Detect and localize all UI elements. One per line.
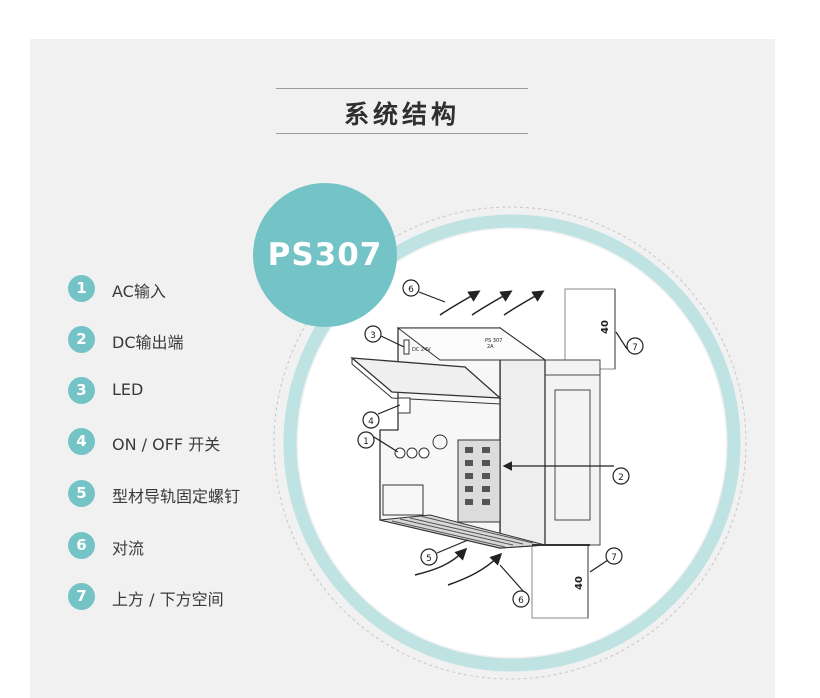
callout-6-bottom: 6 [512, 590, 530, 608]
legend-label: AC输入 [112, 282, 166, 301]
callout-7-bottom-label: 7 [611, 553, 617, 563]
callout-4: 4 [362, 411, 380, 429]
convection-arrows-top [439, 290, 545, 316]
legend-number-badge: 4 [68, 428, 95, 455]
legend-label: 上方 / 下方空间 [112, 590, 224, 609]
callout-7-bottom: 7 [605, 547, 623, 565]
callout-7-top: 7 [626, 337, 644, 355]
callout-4-label: 4 [368, 417, 374, 427]
legend-item: 7 上方 / 下方空间 [68, 583, 318, 611]
device-label-line1: PS 307 [485, 338, 502, 344]
section-title-frame: 系统结构 [276, 88, 528, 134]
device-top-face [396, 327, 547, 361]
section-title: 系统结构 [343, 100, 460, 129]
terminal-screws [465, 447, 490, 505]
legend-item: 6 对流 [68, 532, 318, 560]
legend-item: 4 ON / OFF 开关 [68, 428, 318, 456]
legend-number-badge: 5 [68, 480, 95, 507]
legend-label: ON / OFF 开关 [112, 435, 221, 454]
callout-2: 2 [612, 467, 630, 485]
led-label: DC 24V [412, 347, 431, 353]
legend-number-badge: 3 [68, 377, 95, 404]
device-side-face [499, 326, 546, 549]
legend-item: 1 AC输入 [68, 275, 318, 303]
ventilation-knob [432, 434, 448, 450]
legend-number-badge: 6 [68, 532, 95, 559]
callout-3-label: 3 [370, 331, 376, 341]
legend-number-badge: 7 [68, 583, 95, 610]
callout-1-label: 1 [363, 437, 369, 447]
callout-5: 5 [420, 548, 438, 566]
outer-dashed-ring [273, 206, 747, 680]
dimension-bottom-value: 40 [574, 576, 585, 590]
callout-6-bottom-label: 6 [518, 596, 524, 606]
callout-7-top-label: 7 [632, 343, 638, 353]
device-label-line2: 2A [487, 344, 494, 350]
callout-3: 3 [364, 325, 382, 343]
callout-6-top: 6 [402, 279, 420, 297]
cover-edge [351, 358, 501, 405]
ac-input-terminals [394, 447, 430, 459]
dimension-top-value: 40 [600, 320, 611, 334]
callout-6-top-label: 6 [408, 285, 414, 295]
mounting-rail [545, 359, 601, 546]
legend-label: 对流 [112, 539, 145, 558]
legend-item: 2 DC输出端 [68, 326, 318, 354]
leader-lines [373, 291, 628, 593]
legend-item: 3 LED [68, 377, 318, 405]
callout-5-label: 5 [426, 554, 432, 564]
led-indicator [403, 339, 410, 355]
legend-label: LED [112, 380, 144, 399]
legend-item: 5 型材导轨固定螺钉 [68, 480, 318, 508]
model-badge: PS307 [253, 183, 397, 327]
legend-number-badge: 1 [68, 275, 95, 302]
callout-2-label: 2 [618, 473, 624, 483]
legend-label: DC输出端 [112, 333, 184, 352]
dc-output-terminal-block [457, 439, 501, 523]
teal-ring [283, 214, 741, 672]
legend-label: 型材导轨固定螺钉 [112, 487, 241, 506]
legend-number-badge: 2 [68, 326, 95, 353]
callout-1: 1 [357, 431, 375, 449]
vent-slots [391, 515, 534, 548]
convection-arrows-bottom [414, 547, 503, 586]
lower-housing-module [382, 484, 424, 516]
